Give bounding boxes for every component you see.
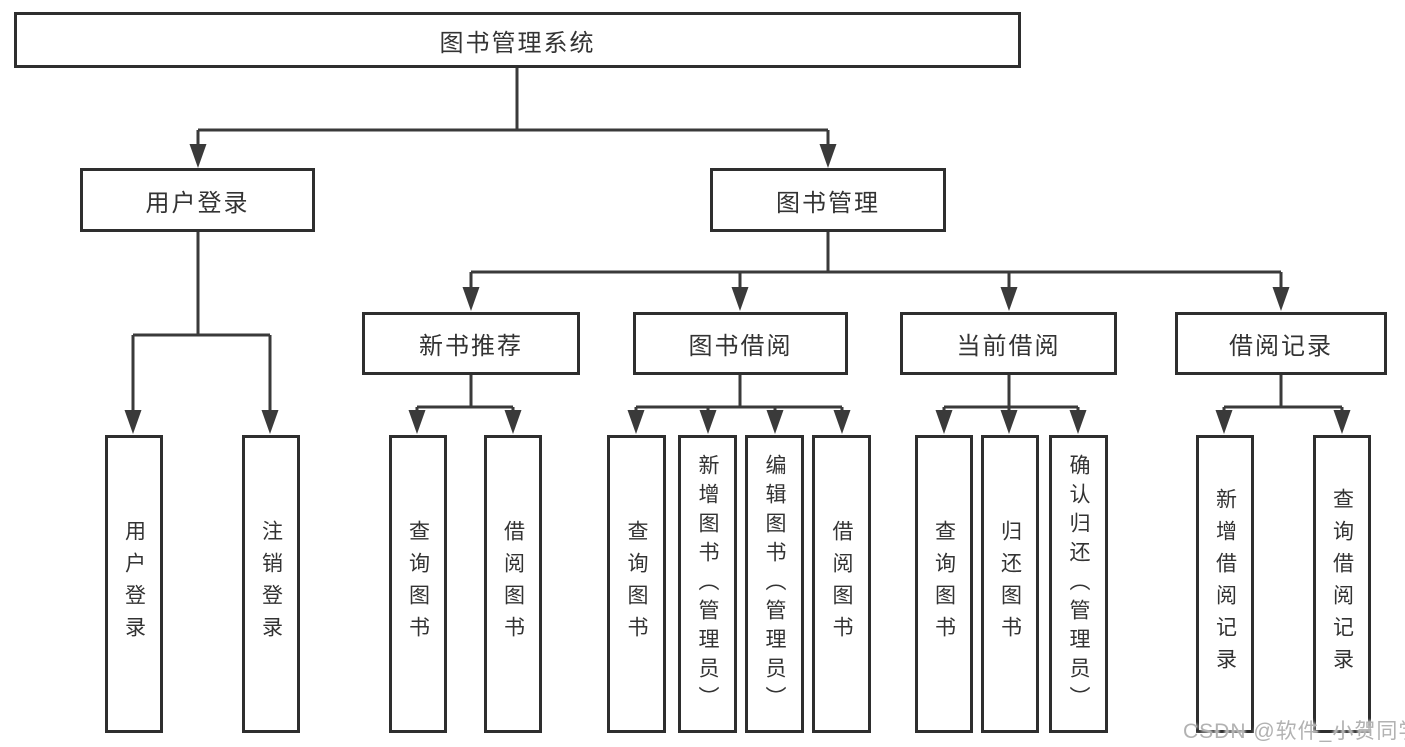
- leaf-rec-query-book-label: 查询图书: [406, 520, 430, 648]
- arrowhead-bb-query-book: [627, 410, 645, 434]
- leaf-cb-query-book: 查询图书: [915, 435, 973, 733]
- node-root-label: 图书管理系统: [439, 29, 596, 57]
- arrowhead-rec-query-book: [408, 410, 426, 434]
- connector-new-book-rec-children: [415, 375, 515, 412]
- leaf-bb-borrow-book: 借阅图书: [812, 435, 871, 733]
- leaf-rec-query-book: 查询图书: [389, 435, 447, 733]
- arrowhead-cb-query-book: [935, 410, 953, 434]
- node-borrow-record: 借阅记录: [1175, 312, 1387, 375]
- connector-borrow-record-children: [1222, 375, 1344, 412]
- arrowhead-bb-add-book: [699, 410, 717, 434]
- connector-current-borrow-children: [942, 375, 1080, 412]
- node-current-borrow: 当前借阅: [900, 312, 1117, 375]
- arrowhead-book-borrow: [731, 287, 749, 311]
- leaf-br-add-record-label: 新增借阅记录: [1213, 488, 1237, 680]
- arrowhead-cb-return-book: [1000, 410, 1018, 434]
- leaf-user-login-label: 用户登录: [122, 520, 146, 648]
- arrowhead-bb-edit-book: [766, 410, 784, 434]
- arrowhead-new-book-rec: [462, 287, 480, 311]
- leaf-bb-edit-book-admin-label: 编辑图书（管理员）: [763, 453, 786, 715]
- leaf-br-add-record: 新增借阅记录: [1196, 435, 1254, 733]
- leaf-rec-borrow-book: 借阅图书: [484, 435, 542, 733]
- leaf-bb-borrow-book-label: 借阅图书: [830, 520, 853, 648]
- node-root: 图书管理系统: [14, 12, 1021, 68]
- leaf-cb-return-book: 归还图书: [981, 435, 1039, 733]
- arrowhead-user-login: [189, 144, 207, 168]
- node-borrow-record-label: 借阅记录: [1229, 333, 1333, 360]
- leaf-bb-add-book-admin: 新增图书（管理员）: [678, 435, 737, 733]
- arrowhead-current-borrow: [1000, 287, 1018, 311]
- arrowhead-br-query-record: [1333, 410, 1351, 434]
- leaf-br-query-record: 查询借阅记录: [1313, 435, 1371, 733]
- leaf-cb-return-book-label: 归还图书: [998, 520, 1022, 648]
- leaf-logout-login: 注销登录: [242, 435, 300, 733]
- node-book-borrow-label: 图书借阅: [688, 333, 793, 360]
- node-new-book-recommend-label: 新书推荐: [419, 333, 523, 360]
- connector-user-login-children: [131, 232, 272, 412]
- arrowhead-br-add-record: [1215, 410, 1233, 434]
- arrowhead-rec-borrow-book: [504, 410, 522, 434]
- node-book-management-label: 图书管理: [776, 189, 880, 217]
- leaf-cb-confirm-return-admin: 确认归还（管理员）: [1049, 435, 1108, 733]
- arrowhead-borrow-record: [1272, 287, 1290, 311]
- leaf-bb-query-book: 查询图书: [607, 435, 666, 733]
- node-user-login: 用户登录: [80, 168, 315, 232]
- arrowhead-book-mgmt: [819, 144, 837, 168]
- node-user-login-label: 用户登录: [145, 189, 250, 217]
- leaf-bb-edit-book-admin: 编辑图书（管理员）: [745, 435, 804, 733]
- node-book-management: 图书管理: [710, 168, 946, 232]
- node-new-book-recommend: 新书推荐: [362, 312, 580, 375]
- leaf-rec-borrow-book-label: 借阅图书: [501, 520, 525, 648]
- node-current-borrow-label: 当前借阅: [956, 333, 1061, 360]
- connector-book-mgmt-children: [469, 232, 1283, 289]
- leaf-logout-login-label: 注销登录: [259, 520, 283, 648]
- leaf-bb-add-book-admin-label: 新增图书（管理员）: [696, 453, 719, 715]
- leaf-user-login: 用户登录: [105, 435, 163, 733]
- arrowhead-leaf-logout: [261, 410, 279, 434]
- leaf-cb-confirm-return-admin-label: 确认归还（管理员）: [1067, 453, 1090, 715]
- leaf-br-query-record-label: 查询借阅记录: [1330, 488, 1354, 680]
- connector-book-borrow-children: [634, 375, 844, 412]
- csdn-watermark: CSDN @软件_小贺同学: [1183, 720, 1405, 743]
- connector-root-to-level2: [196, 68, 830, 146]
- node-book-borrow: 图书借阅: [633, 312, 848, 375]
- leaf-cb-query-book-label: 查询图书: [932, 520, 956, 648]
- arrowhead-leaf-user-login: [124, 410, 142, 434]
- arrowhead-cb-confirm-return: [1069, 410, 1087, 434]
- arrowhead-bb-borrow-book: [833, 410, 851, 434]
- leaf-bb-query-book-label: 查询图书: [625, 520, 648, 648]
